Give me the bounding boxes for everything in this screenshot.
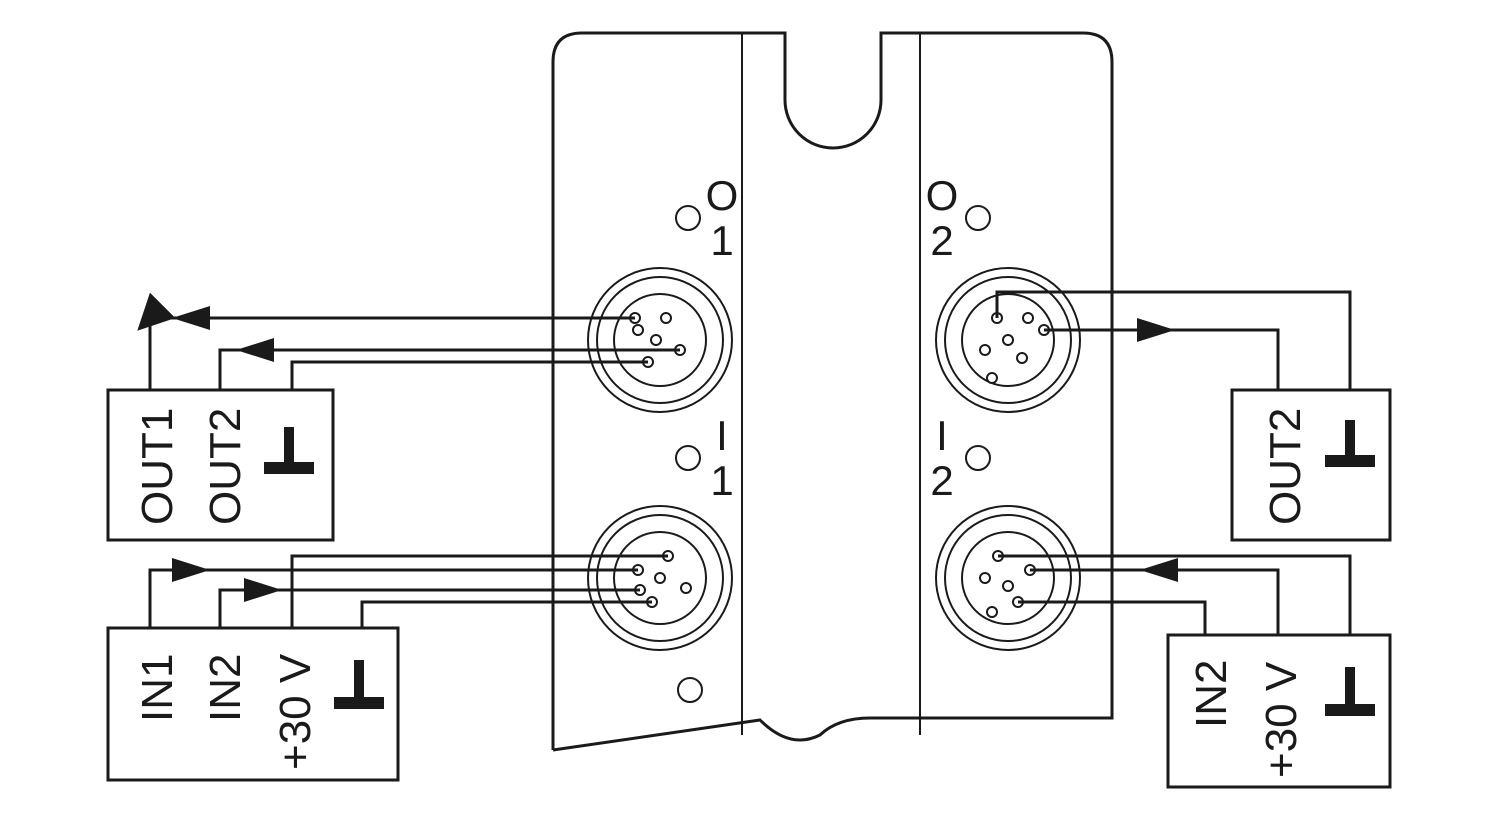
port-i2-number: 2 — [930, 457, 953, 504]
led-i2-icon — [965, 445, 991, 471]
port-i1-letter: I — [716, 412, 728, 459]
connector-o2-icon — [935, 267, 1081, 413]
led-power-icon — [677, 677, 703, 703]
port-o1-letter: O — [706, 172, 739, 219]
ground-icon — [264, 427, 314, 474]
led-o1-icon — [675, 205, 701, 231]
connector-i2-icon — [935, 505, 1081, 651]
wires-in-left — [148, 554, 668, 628]
label-in2: IN2 — [201, 654, 250, 722]
label-out2-right: OUT2 — [1261, 408, 1310, 525]
label-in2-right: IN2 — [1187, 660, 1236, 728]
wires-out-left — [137, 292, 680, 390]
arrow-in-right-icon — [1140, 558, 1178, 582]
arrow-in2-icon — [244, 578, 282, 602]
arrow-out1-icon — [172, 306, 210, 330]
port-o2-number: 2 — [930, 217, 953, 264]
led-o2-icon — [965, 205, 991, 231]
module-housing — [551, 31, 1114, 752]
port-o1-number: 1 — [710, 217, 733, 264]
connector-o1-icon — [587, 267, 733, 413]
wires-in-right — [998, 554, 1352, 635]
ground-icon — [1325, 420, 1375, 467]
label-out1: OUT1 — [133, 408, 182, 525]
wires-out-right — [995, 290, 1352, 390]
port-o2-letter: O — [926, 172, 959, 219]
label-out2: OUT2 — [201, 408, 250, 525]
arrow-out2-icon — [236, 338, 274, 362]
label-in1: IN1 — [133, 654, 182, 722]
arrow-in1-icon — [172, 558, 210, 582]
ground-icon — [1325, 667, 1375, 716]
label-30v: +30 V — [271, 653, 320, 770]
label-30v-right: +30 V — [1257, 661, 1306, 778]
port-i2-letter: I — [936, 412, 948, 459]
ground-icon — [334, 660, 384, 709]
led-i1-icon — [675, 445, 701, 471]
connector-i1-icon — [587, 505, 733, 651]
port-i1-number: 1 — [710, 457, 733, 504]
arrow-out-right-icon — [1137, 318, 1175, 342]
